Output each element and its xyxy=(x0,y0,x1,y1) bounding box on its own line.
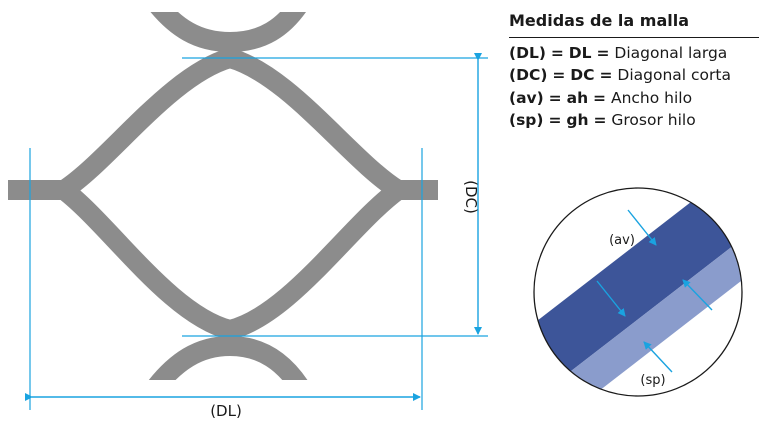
legend-equals: = xyxy=(548,88,562,107)
av-arrow-bottom xyxy=(596,280,626,317)
legend-description: Diagonal larga xyxy=(614,43,728,62)
av-arrow-top xyxy=(627,209,657,246)
strand-detail xyxy=(533,187,743,397)
dc-label: (DC) xyxy=(462,180,480,214)
mesh-upper-arc xyxy=(150,12,306,53)
legend-equals: = xyxy=(550,43,564,62)
legend-row-sp: (sp) = gh = Grosor hilo xyxy=(509,109,769,132)
legend-row-av: (av) = ah = Ancho hilo xyxy=(509,87,769,110)
legend-code: (DC) xyxy=(509,66,548,84)
legend-equals: = xyxy=(593,88,607,107)
strand-face xyxy=(534,195,742,395)
legend-code: (DL) xyxy=(509,43,546,62)
legend-description: Diagonal corta xyxy=(617,66,731,84)
sp-arrow-bottom xyxy=(643,341,673,373)
sp-label: (sp) xyxy=(640,373,665,388)
mesh-lower-arc xyxy=(148,335,308,380)
legend-code: (sp) xyxy=(509,111,544,129)
legend-row-dc: (DC) = DC = Diagonal corta xyxy=(509,64,769,87)
sp-arrow-top xyxy=(682,279,713,311)
mesh-diamond xyxy=(46,47,416,341)
legend-row-dl: (DL) = DL = Diagonal larga xyxy=(509,42,769,65)
detail-arrows xyxy=(596,209,713,373)
legend-title: Medidas de la malla xyxy=(509,10,759,38)
legend-code: (av) xyxy=(509,88,544,107)
legend-abbr: gh xyxy=(566,111,589,129)
legend-equals: = xyxy=(596,43,610,62)
legend-equals: = xyxy=(552,66,566,84)
legend-abbr: ah xyxy=(566,88,589,107)
strand-edge xyxy=(540,225,742,396)
dl-label: (DL) xyxy=(210,402,242,420)
mesh-measures-legend: Medidas de la malla (DL) = DL = Diagonal… xyxy=(509,10,769,132)
legend-equals: = xyxy=(593,111,607,129)
mesh-photo xyxy=(8,12,438,380)
legend-description: Grosor hilo xyxy=(611,111,696,129)
reference-lines xyxy=(29,57,488,410)
legend-description: Ancho hilo xyxy=(610,88,693,107)
legend-abbr: DL xyxy=(568,43,592,62)
av-label: (av) xyxy=(609,233,635,248)
legend-abbr: DC xyxy=(570,66,595,84)
legend-equals: = xyxy=(548,111,562,129)
legend-equals: = xyxy=(599,66,613,84)
